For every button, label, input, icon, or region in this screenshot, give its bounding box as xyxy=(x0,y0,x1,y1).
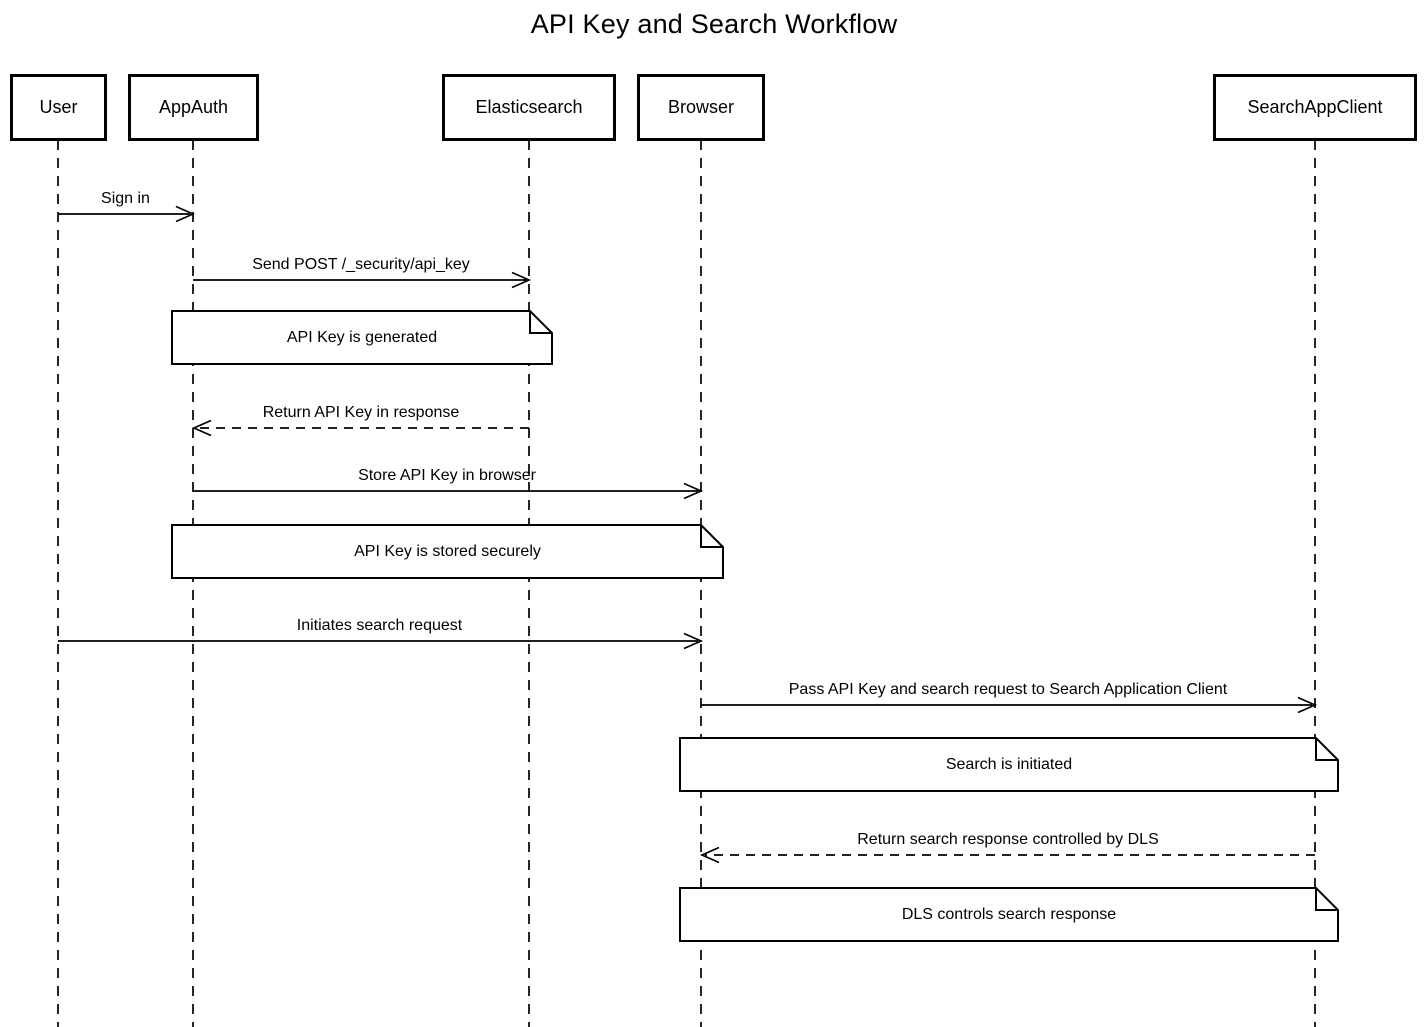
note-body xyxy=(171,310,553,365)
arrowhead-left-icon xyxy=(191,419,212,437)
note-label-api-key-stored: API Key is stored securely xyxy=(354,542,541,560)
message-label-send-post: Send POST /_security/api_key xyxy=(252,256,470,273)
participant-box-browser: Browser xyxy=(637,74,765,141)
message-label-sign-in: Sign in xyxy=(101,190,150,207)
note-shape-search-initiated xyxy=(679,737,1339,792)
participant-box-user: User xyxy=(10,74,107,141)
note-label-api-key-generated: API Key is generated xyxy=(286,328,438,346)
message-arrow-return-api-key xyxy=(191,419,529,437)
note-fold-icon xyxy=(700,525,723,548)
message-arrow-send-post xyxy=(193,271,532,289)
participant-label: SearchAppClient xyxy=(1247,97,1383,117)
note-label-search-initiated: Search is initiated xyxy=(945,755,1073,773)
participant-box-searchappclient: SearchAppClient xyxy=(1213,74,1417,141)
note-fold-icon xyxy=(529,311,552,334)
note-shape-dls-controls xyxy=(679,887,1339,942)
note-shape-api-key-stored xyxy=(171,524,724,579)
message-label-return-search-response: Return search response controlled by DLS xyxy=(857,831,1159,848)
message-label-initiates-search: Initiates search request xyxy=(296,617,463,634)
arrowhead-right-icon xyxy=(1297,696,1318,714)
arrowhead-left-icon xyxy=(699,846,720,864)
arrowhead-right-icon xyxy=(683,482,704,500)
message-label-pass-api-key: Pass API Key and search request to Searc… xyxy=(788,681,1228,698)
note-body xyxy=(679,737,1339,792)
participant-box-appauth: AppAuth xyxy=(128,74,259,141)
arrowhead-right-icon xyxy=(175,205,196,223)
message-arrow-initiates-search xyxy=(58,632,704,650)
diagram-title: API Key and Search Workflow xyxy=(530,9,898,39)
participant-label: User xyxy=(39,97,78,117)
participant-box-elasticsearch: Elasticsearch xyxy=(442,74,616,141)
arrowhead-right-icon xyxy=(683,632,704,650)
message-label-return-api-key: Return API Key in response xyxy=(262,404,460,421)
message-arrow-pass-api-key xyxy=(701,696,1318,714)
message-arrow-sign-in xyxy=(58,205,196,223)
note-body xyxy=(679,887,1339,942)
message-arrow-store-api-key xyxy=(193,482,704,500)
note-fold-icon xyxy=(1315,888,1338,911)
note-label-dls-controls: DLS controls search response xyxy=(901,905,1117,923)
participant-label: Browser xyxy=(667,97,734,117)
note-fold-icon xyxy=(1315,738,1338,761)
participant-label: Elasticsearch xyxy=(475,97,583,117)
arrowhead-right-icon xyxy=(511,271,532,289)
message-arrow-return-search-response xyxy=(699,846,1315,864)
note-shape-api-key-generated xyxy=(171,310,553,365)
note-body xyxy=(171,524,724,579)
participant-label: AppAuth xyxy=(158,97,229,117)
message-label-store-api-key: Store API Key in browser xyxy=(358,467,536,484)
